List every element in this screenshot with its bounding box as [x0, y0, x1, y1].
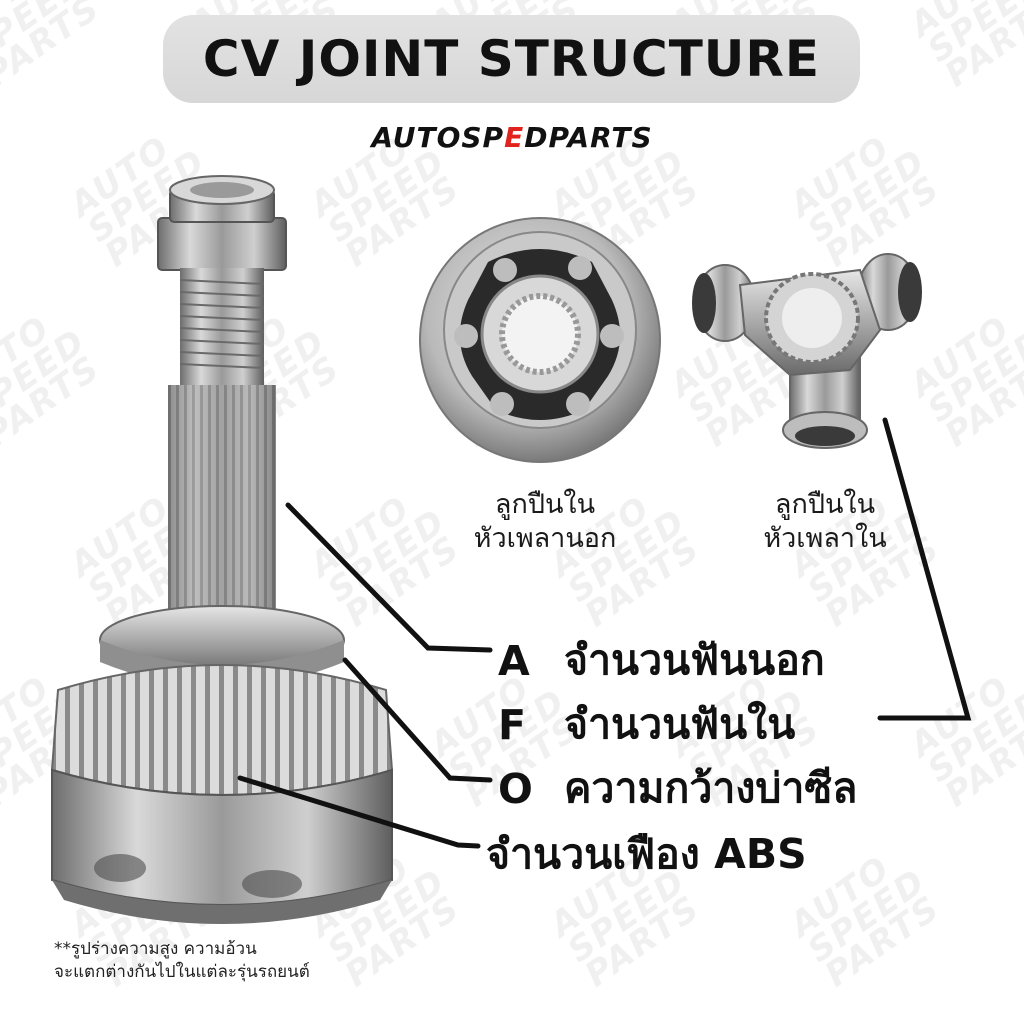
outer-cv-joint-image — [50, 175, 394, 924]
spec-letter-f: F — [498, 700, 527, 749]
callout-line-f — [877, 417, 972, 721]
outer-bearing-caption-line1: ลูกปืนใน — [494, 489, 596, 520]
spec-text-o: ความกว้างบ่าซีล — [564, 764, 858, 812]
page-title: CV JOINT STRUCTURE — [202, 30, 821, 88]
inner-bearing-image — [692, 253, 922, 449]
title-banner: CV JOINT STRUCTURE — [163, 15, 860, 103]
footnote-line2: จะแตกต่างกันไปในแต่ละรุ่นรถยนต์ — [54, 961, 310, 982]
callout-line-abs — [237, 775, 481, 849]
spec-text-f: จำนวนฟันใน — [564, 700, 796, 748]
outer-bearing-caption-line2: หัวเพลานอก — [473, 522, 617, 554]
brand-text-part3: DPARTS — [524, 120, 653, 154]
inner-bearing-caption: ลูกปืนใน หัวเพลาใน — [700, 488, 950, 556]
callout-line-o — [342, 657, 493, 783]
footnote: **รูปร่างความสูง ความอ้วน จะแตกต่างกันไป… — [54, 938, 434, 984]
footnote-line1: **รูปร่างความสูง ความอ้วน — [54, 939, 257, 959]
spec-text-abs: จำนวนเฟือง ABS — [486, 830, 807, 878]
outer-bearing-image — [419, 217, 661, 463]
spec-text-a: จำนวนฟันนอก — [564, 636, 825, 684]
inner-bearing-caption-line2: หัวเพลาใน — [763, 522, 887, 554]
spec-label-o: O ความกว้างบ่าซีล — [498, 756, 857, 821]
brand-text-part1: AUTOSP — [371, 120, 505, 154]
brand-text-accent: E — [504, 120, 525, 154]
outer-bearing-caption: ลูกปืนใน หัวเพลานอก — [420, 488, 670, 556]
spec-label-a: A จำนวนฟันนอก — [498, 628, 825, 693]
spec-label-abs: จำนวนเฟือง ABS — [486, 822, 807, 887]
callout-line-a — [285, 502, 493, 653]
spec-letter-o: O — [498, 764, 533, 813]
inner-bearing-caption-line1: ลูกปืนใน — [774, 489, 876, 520]
spec-letter-a: A — [498, 636, 530, 685]
spec-label-f: F จำนวนฟันใน — [498, 692, 795, 757]
